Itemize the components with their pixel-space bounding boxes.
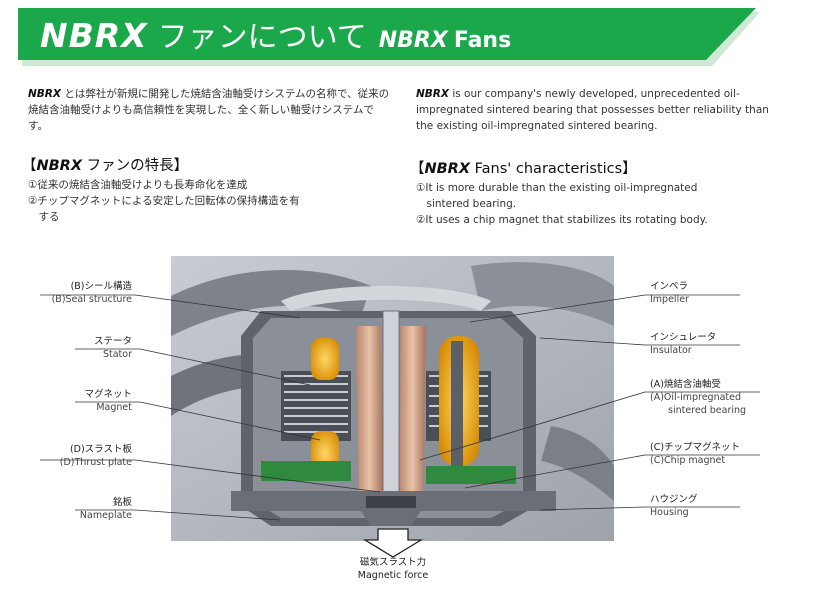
label-housing-ja: ハウジング [650,494,698,505]
force-en: Magnetic force [357,570,429,581]
label-impeller-en: Impeller [650,294,689,305]
label-housing-en: Housing [650,507,689,518]
label-seal-ja: (B)シール構造 [70,281,132,292]
label-thrust-en: (D)Thrust plate [59,457,132,468]
feature-en-item: ②It uses a chip magnet that stabilizes i… [416,214,708,226]
intro-en-brand: NBRX [416,88,449,100]
heading-ja-open: 【 [22,158,37,174]
heading-en-text: Fans' characteristics】 [470,161,637,177]
label-seal-structure: (B)シール構造 (B)Seal structure [40,280,132,306]
heading-en-open: 【 [410,161,425,177]
fan-cross-section-diagram [171,256,614,541]
feature-en-item: ①It is more durable than the existing oi… [416,182,698,194]
intro-en-text: is our company's newly developed, unprec… [416,88,769,132]
label-seal-en: (B)Seal structure [51,294,132,305]
heading-ja: 【NBRX ファンの特長】 [22,154,188,175]
label-impeller: インペラ Impeller [650,280,689,306]
label-insulator: インシュレータ Insulator [650,331,716,357]
banner-brand: NBRX [40,16,148,55]
label-bearing-ja: (A)焼結含油軸受 [650,379,721,390]
label-thrust-ja: (D)スラスト板 [69,444,132,455]
label-housing: ハウジング Housing [650,493,698,519]
label-stator-en: Stator [102,349,132,360]
fan-cross-section-illustration [171,256,614,541]
magnetic-force-label: 磁気スラスト力 Magnetic force [340,556,446,582]
banner-brand-en: NBRX [378,28,448,53]
label-magnet-en: Magnet [96,402,132,413]
banner-title-ja: ファンについて [157,20,367,55]
banner-background [18,8,760,66]
label-chip-ja: (C)チップマグネット [650,442,741,453]
heading-en-brand: NBRX [424,161,471,177]
intro-en: NBRX is our company's newly developed, u… [416,86,786,134]
label-thrust-plate: (D)スラスト板 (D)Thrust plate [40,443,132,469]
force-ja: 磁気スラスト力 [359,557,427,568]
title-banner: NBRX ファンについて NBRX Fans [0,0,827,66]
banner-title-en: Fans [453,28,512,53]
label-stator-ja: ステータ [93,336,132,347]
intro-ja: NBRX とは弊社が新規に開発した焼結含油軸受けシステムの名称で、従来の焼結含油… [28,86,393,134]
feature-ja-item: ②チップマグネットによる安定した回転体の保持構造を有 [28,195,300,207]
label-bearing-en2: sintered bearing [668,405,747,416]
intro-ja-brand: NBRX [28,88,61,100]
label-magnet: マグネット Magnet [40,388,132,414]
heading-ja-brand: NBRX [36,158,83,174]
label-stator: ステータ Stator [40,335,132,361]
intro-ja-text: とは弊社が新規に開発した焼結含油軸受けシステムの名称で、従来の焼結含油軸受けより… [28,88,390,132]
label-insulator-ja: インシュレータ [650,332,717,343]
feature-ja-item: ①従来の焼結含油軸受けよりも長寿命化を達成 [28,179,248,191]
label-magnet-ja: マグネット [84,389,132,400]
label-bearing-en: (A)Oil-impregnated [650,392,742,403]
label-nameplate: 銘板 Nameplate [40,496,132,522]
heading-ja-text: ファンの特長】 [82,158,189,174]
label-chip-en: (C)Chip magnet [650,455,726,466]
label-nameplate-ja: 銘板 [112,497,132,508]
features-ja: ①従来の焼結含油軸受けよりも長寿命化を達成 ②チップマグネットによる安定した回転… [28,177,300,225]
features-en: ①It is more durable than the existing oi… [416,180,708,228]
label-insulator-en: Insulator [650,345,692,356]
label-impeller-ja: インペラ [650,281,689,292]
label-nameplate-en: Nameplate [79,510,132,521]
label-chip-magnet: (C)チップマグネット (C)Chip magnet [650,441,740,467]
heading-en: 【NBRX Fans' characteristics】 [410,157,637,178]
feature-ja-item: する [28,211,60,223]
label-sintered-bearing: (A)焼結含油軸受 (A)Oil-impregnated sintered be… [650,378,746,417]
feature-en-item: sintered bearing. [416,198,517,210]
force-arrow-icon [363,528,423,558]
